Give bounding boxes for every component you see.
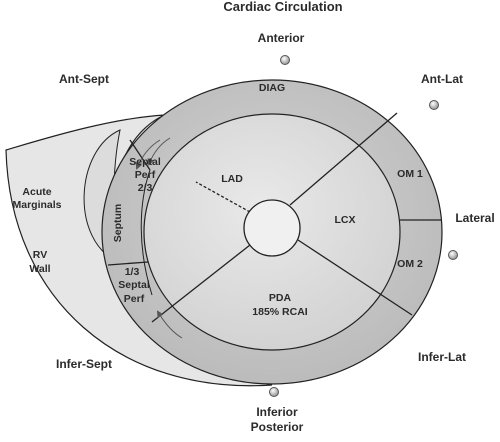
region-lcx: LCX	[335, 214, 356, 226]
region-rv-wall-1: RV	[33, 249, 47, 261]
septal-flow-arrow-top-2	[147, 137, 171, 166]
anterior-marker-icon[interactable]	[280, 55, 290, 65]
label-inferior: Inferior	[256, 405, 298, 419]
region-om1: OM 1	[397, 168, 423, 180]
label-posterior: Posterior	[251, 420, 304, 434]
region-acute-marginals-1: Acute	[22, 186, 51, 198]
label-anterior: Anterior	[258, 31, 305, 45]
segment-dividers	[107, 112, 442, 323]
septal-flow-arrow-bottom	[156, 310, 183, 339]
lateral-marker-icon[interactable]	[448, 250, 458, 260]
region-acute-marginals-2: Marginals	[12, 199, 61, 211]
label-infer-sept: Infer-Sept	[56, 357, 112, 371]
region-septal-perf-top-3: 2/3	[138, 182, 153, 194]
ant-lat-marker-icon[interactable]	[429, 100, 439, 110]
region-septal-perf-top-1: Septal	[129, 156, 161, 168]
region-septal-perf-bottom-3: Perf	[124, 293, 145, 305]
label-ant-lat: Ant-Lat	[421, 72, 463, 86]
inferior-marker-icon[interactable]	[269, 387, 279, 397]
region-diag: DIAG	[259, 82, 285, 94]
region-septum: Septum	[112, 204, 124, 243]
label-lateral: Lateral	[455, 211, 494, 225]
region-om2: OM 2	[397, 258, 423, 270]
region-septal-perf-bottom-1: 1/3	[125, 266, 140, 278]
label-ant-sept: Ant-Sept	[59, 72, 109, 86]
region-pda: PDA	[269, 292, 292, 304]
label-infer-lat: Infer-Lat	[418, 350, 466, 364]
lad-dashed-line	[195, 181, 251, 213]
center-circle	[243, 199, 301, 257]
region-lad: LAD	[221, 173, 243, 185]
region-septal-perf-bottom-2: Septal	[118, 279, 150, 291]
region-rv-wall-2: Wall	[29, 263, 50, 275]
septal-flow-arrow-top	[135, 139, 161, 170]
diagram-title: Cardiac Circulation	[223, 0, 342, 14]
region-septal-perf-top-2: Perf	[135, 169, 156, 181]
region-pda-rcai: 185% RCAI	[252, 306, 308, 318]
septum-strip-boundary	[140, 169, 153, 296]
